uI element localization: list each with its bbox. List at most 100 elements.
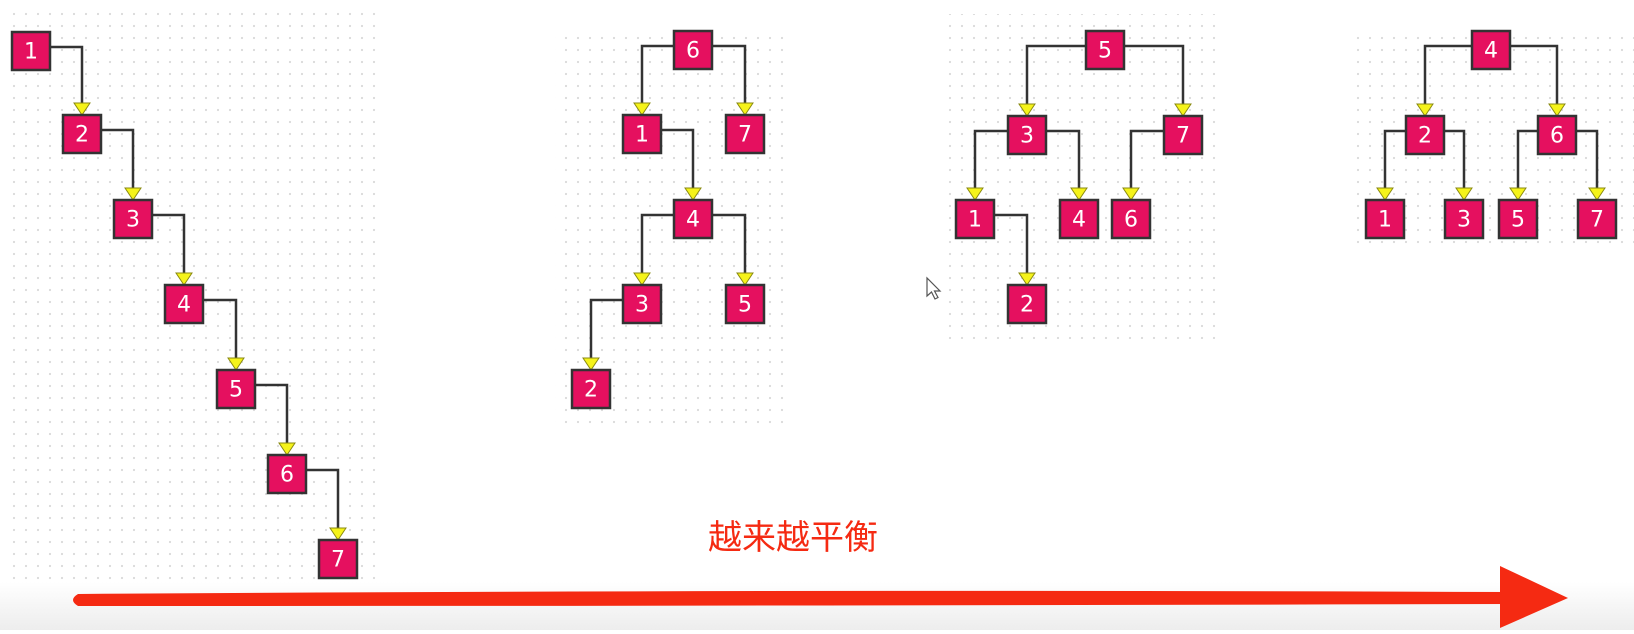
tree-3-arrowhead-5-7	[1174, 103, 1192, 117]
tree-1-node-3: 3	[112, 198, 154, 240]
tree-2-edge-6-1	[640, 44, 674, 105]
tree-2-node-1: 1	[621, 113, 663, 155]
tree-3-node-box-3	[1006, 114, 1048, 156]
tree-4-node-label-2: 2	[1418, 124, 1432, 149]
tree-1-node-label-1: 1	[24, 40, 38, 65]
tree-1-node-label-5: 5	[229, 378, 243, 403]
tree-3-node-4: 4	[1058, 198, 1100, 240]
tree-3-edge-3-1	[973, 129, 1008, 190]
tree-3-arrowhead-3-1	[966, 187, 984, 201]
tree-1-arrowhead-3-4	[175, 272, 193, 286]
tree-4-node-5: 5	[1497, 198, 1539, 240]
bottom-shade	[0, 582, 1634, 630]
edges-layer	[50, 44, 1606, 541]
tree-4-edge-6-7	[1576, 129, 1599, 190]
tree-2-edge-4-5	[712, 213, 747, 275]
tree-3-edge-3-4	[1046, 129, 1081, 190]
tree-4-node-2: 2	[1404, 114, 1446, 156]
tree-2-node-4: 4	[672, 198, 714, 240]
tree-4-edge-2-3	[1444, 129, 1466, 190]
tree-1-node-box-2	[61, 113, 103, 155]
tree-4-node-label-6: 6	[1550, 124, 1564, 149]
tree-4-arrowhead-4-6	[1548, 103, 1566, 117]
tree-2-arrowhead-4-5	[736, 272, 754, 286]
tree-1-node-label-7: 7	[331, 548, 345, 573]
tree-2-edge-6-7	[712, 44, 747, 105]
tree-2-node-box-7	[724, 113, 766, 155]
tree-2-node-label-6: 6	[686, 39, 700, 64]
tree-1-node-1: 1	[10, 30, 52, 72]
tree-3-node-label-5: 5	[1098, 39, 1112, 64]
tree-4-node-box-6	[1536, 114, 1578, 156]
tree-1-node-box-7	[317, 538, 359, 580]
tree-1-node-label-2: 2	[75, 123, 89, 148]
tree-1-arrowhead-4-5	[227, 357, 245, 371]
tree-1-edge-3-4	[152, 213, 186, 275]
tree-4-node-box-4	[1470, 29, 1512, 71]
tree-4-arrowhead-4-2	[1416, 103, 1434, 117]
tree-3-node-7: 7	[1162, 114, 1204, 156]
tree-2-arrowhead-3-2	[582, 357, 600, 371]
tree-4-arrowhead-6-5	[1509, 187, 1527, 201]
tree-1-node-box-1	[10, 30, 52, 72]
tree-4-node-label-3: 3	[1457, 208, 1471, 233]
tree-4-node-label-7: 7	[1590, 208, 1604, 233]
progress-arrow	[73, 566, 1568, 628]
tree-3-arrowhead-5-3	[1018, 103, 1036, 117]
tree-3-node-label-7: 7	[1176, 124, 1190, 149]
tree-4-edge-6-5	[1516, 129, 1538, 190]
tree-3-node-3: 3	[1006, 114, 1048, 156]
tree-3-node-box-2	[1006, 283, 1048, 325]
tree-3-node-label-1: 1	[968, 208, 982, 233]
tree-4-edge-4-2	[1423, 44, 1472, 106]
tree-2-arrowhead-4-3	[633, 272, 651, 286]
tree-4-arrowhead-2-3	[1455, 187, 1473, 201]
tree-2-node-label-7: 7	[738, 123, 752, 148]
tree-4-edge-2-1	[1383, 129, 1406, 190]
tree-3-node-box-5	[1084, 29, 1126, 71]
tree-4-node-label-4: 4	[1484, 39, 1498, 64]
tree-1-edge-1-2	[50, 45, 84, 105]
tree-4-node-box-2	[1404, 114, 1446, 156]
tree-4-node-box-5	[1497, 198, 1539, 240]
tree-1-node-7: 7	[317, 538, 359, 580]
tree-4-node-label-5: 5	[1511, 208, 1525, 233]
tree-3-node-box-1	[954, 198, 996, 240]
tree-2-node-label-4: 4	[686, 208, 700, 233]
tree-2-node-box-4	[672, 198, 714, 240]
tree-3-node-6: 6	[1110, 198, 1152, 240]
tree-4-arrowhead-2-1	[1376, 187, 1394, 201]
tree-3-node-1: 1	[954, 198, 996, 240]
tree-2-node-label-3: 3	[635, 293, 649, 318]
tree-4-node-label-1: 1	[1378, 208, 1392, 233]
tree-1-edge-5-6	[255, 383, 289, 445]
tree-2-node-2: 2	[570, 368, 612, 410]
tree-1-arrowhead-1-2	[73, 102, 91, 116]
tree-3-arrowhead-1-2	[1018, 272, 1036, 286]
tree-3-edge-1-2	[994, 213, 1029, 275]
tree-2-arrowhead-6-1	[633, 102, 651, 116]
tree-2-node-3: 3	[621, 283, 663, 325]
tree-4-node-1: 1	[1364, 198, 1406, 240]
tree-1-node-2: 2	[61, 113, 103, 155]
tree-4-node-box-1	[1364, 198, 1406, 240]
tree-4-node-box-7	[1576, 198, 1618, 240]
tree-2-node-5: 5	[724, 283, 766, 325]
tree-3-node-5: 5	[1084, 29, 1126, 71]
tree-1-node-6: 6	[266, 453, 308, 495]
tree-4-edge-4-6	[1510, 44, 1559, 106]
tree-3-node-box-6	[1110, 198, 1152, 240]
tree-2-node-box-1	[621, 113, 663, 155]
mouse-pointer-icon	[926, 276, 942, 300]
tree-2-node-box-5	[724, 283, 766, 325]
tree-3-node-label-3: 3	[1020, 124, 1034, 149]
tree-1-arrowhead-2-3	[124, 187, 142, 201]
tree-1-node-box-3	[112, 198, 154, 240]
tree-2-node-box-6	[672, 29, 714, 71]
tree-2-node-label-2: 2	[584, 378, 598, 403]
tree-1-node-box-6	[266, 453, 308, 495]
tree-3-edge-5-3	[1025, 44, 1086, 106]
